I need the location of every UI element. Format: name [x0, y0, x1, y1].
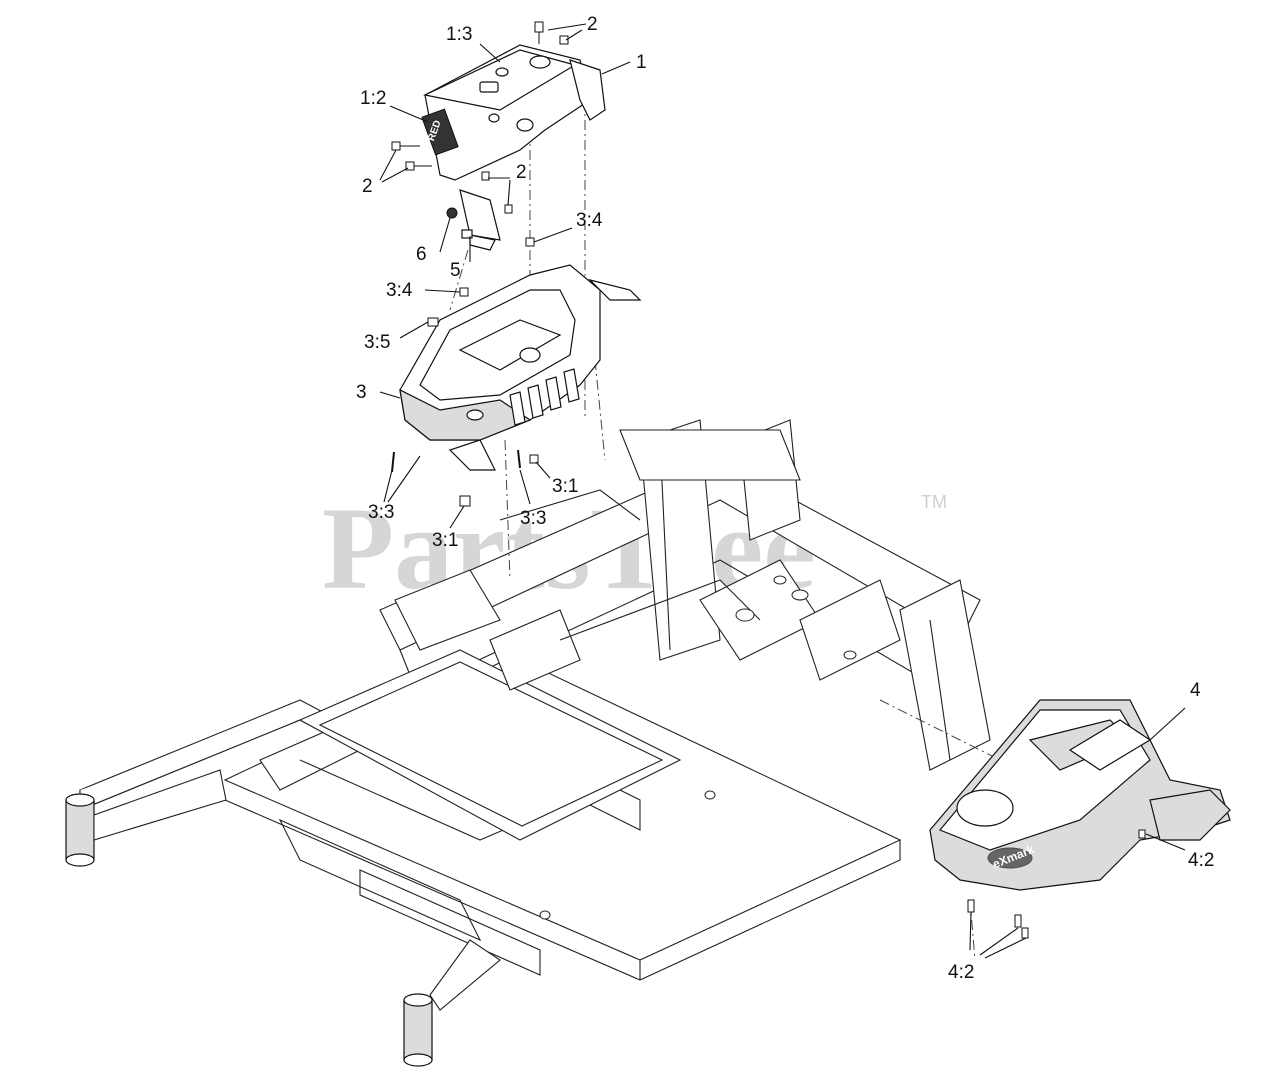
clip-3-5	[427, 317, 439, 327]
bolt-2-top-b	[559, 35, 569, 45]
bolt-2-left-b	[405, 161, 432, 171]
callout-3-5: 3:5	[364, 332, 390, 353]
callout-6: 6	[416, 244, 427, 265]
control-panel-part-1: RED	[421, 44, 606, 181]
watermark-trademark: TM	[921, 492, 947, 512]
bolt-2-mid-b	[504, 204, 513, 214]
callout-3-3-a: 3:3	[368, 502, 394, 523]
callout-2-top: 2	[587, 14, 598, 35]
callout-5: 5	[450, 260, 461, 281]
callout-labels: 1 1:2 1:3 2 2 2 2 3 3:1 3:1 3:3 3:3 3:4 …	[356, 14, 1214, 983]
chassis-frame	[65, 419, 991, 1067]
nut-3-4-a	[525, 237, 535, 247]
pin-3-3-b	[517, 449, 521, 469]
bolt-2-top	[534, 21, 544, 44]
callout-3-4-b: 3:4	[386, 280, 413, 301]
callout-1-3: 1:3	[446, 24, 472, 45]
nut-3-4-b	[459, 287, 469, 297]
screw-4-2-d	[1021, 927, 1029, 939]
callout-3-1-b: 3:1	[432, 530, 458, 551]
console-pod-part-3	[399, 264, 642, 471]
callout-4-2-b: 4:2	[948, 962, 974, 983]
callout-4-2-a: 4:2	[1188, 850, 1214, 871]
leader-lines	[379, 23, 1186, 959]
switch-part-6	[446, 207, 473, 239]
caster-tube-left	[65, 769, 227, 867]
callout-3-1-a: 3:1	[552, 476, 578, 497]
callout-2-mid: 2	[516, 162, 527, 183]
screw-4-2-a	[1138, 829, 1146, 839]
bolt-2-left	[391, 141, 420, 151]
pin-3-3-a	[391, 451, 395, 473]
bolt-2-mid	[481, 171, 490, 181]
bracket-part-5	[459, 189, 501, 251]
console-part-4: eXmark	[929, 699, 1231, 891]
nut-3-1-b	[459, 495, 471, 507]
screw-4-2-b	[967, 899, 975, 913]
callout-1: 1	[636, 52, 647, 73]
caster-tube-front	[403, 939, 501, 1067]
callout-4: 4	[1190, 680, 1201, 701]
hardware	[391, 21, 1146, 939]
callout-2-left: 2	[362, 176, 373, 197]
callout-3-3-b: 3:3	[520, 508, 546, 529]
callout-3: 3	[356, 382, 367, 403]
callout-1-2: 1:2	[360, 88, 386, 109]
panel-decal	[421, 108, 459, 156]
screw-4-2-c	[1014, 914, 1022, 928]
nut-3-1-a	[529, 454, 539, 464]
callout-3-4-a: 3:4	[576, 210, 603, 231]
